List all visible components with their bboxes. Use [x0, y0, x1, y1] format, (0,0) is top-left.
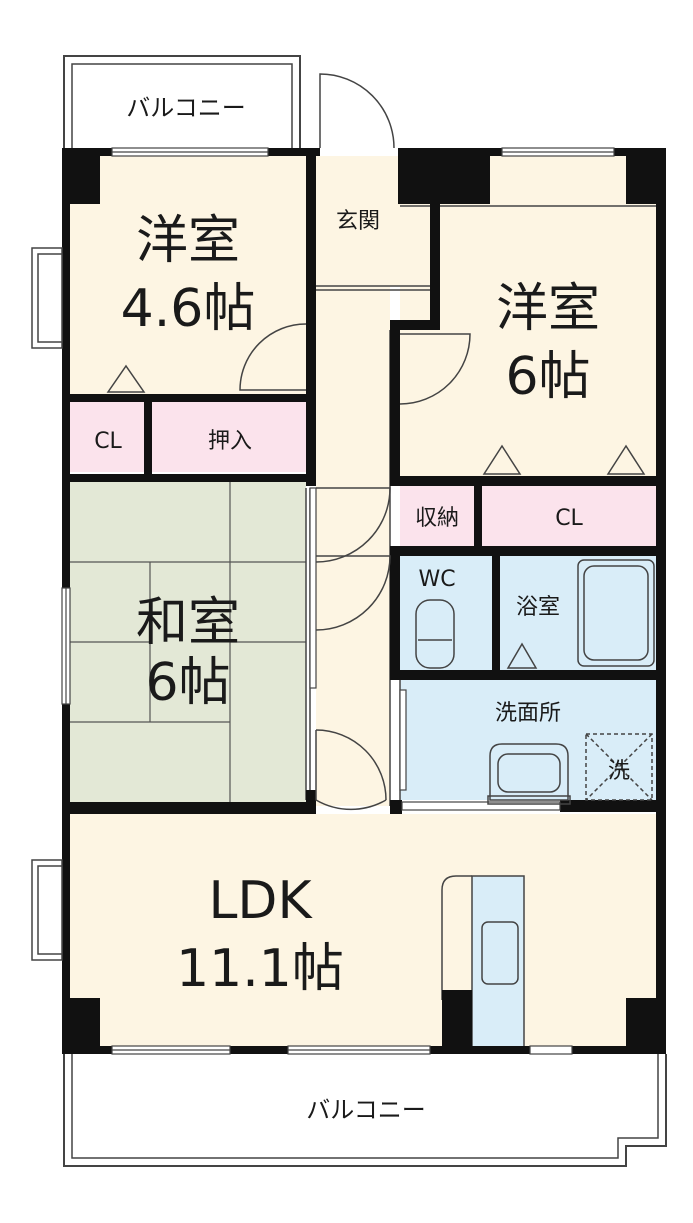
closet-markers — [106, 364, 646, 669]
bath-label: 浴室 — [516, 595, 560, 620]
bay-windows — [31, 247, 63, 961]
western-room-1 — [70, 156, 306, 396]
closet-1-label: CL — [94, 429, 122, 454]
ldk-name: LDK — [208, 871, 313, 931]
washroom-label: 洗面所 — [495, 701, 561, 726]
closet-2 — [482, 486, 656, 546]
closet-1 — [70, 402, 144, 472]
oshiire — [152, 402, 306, 472]
toilet — [415, 599, 455, 669]
fixtures — [415, 559, 655, 805]
closet-2-label: CL — [555, 506, 583, 531]
japanese-room-size: 6帖 — [145, 653, 230, 713]
washer-space — [585, 733, 653, 801]
kitchen-sink — [481, 921, 519, 985]
balcony-bottom-label: バルコニー — [306, 1096, 426, 1124]
western-room-1-size: 4.6帖 — [121, 279, 256, 339]
washer-label: 洗 — [608, 759, 630, 784]
storage-room — [400, 486, 474, 546]
ldk-size: 11.1帖 — [176, 939, 344, 999]
entrance-label: 玄関 — [336, 209, 380, 234]
balcony-top-label: バルコニー — [126, 94, 246, 122]
washbasin — [489, 743, 569, 801]
wc-label: WC — [418, 567, 455, 592]
japanese-room-name: 和室 — [136, 593, 240, 653]
windows — [61, 147, 615, 1055]
oshiire-label: 押入 — [208, 429, 252, 454]
storage-label: 収納 — [415, 506, 459, 531]
bathtub — [577, 559, 655, 667]
tatami-lines — [70, 482, 306, 802]
counter-edge — [441, 875, 472, 1000]
ldk-room — [70, 814, 656, 1050]
labels: 洋室 4.6帖 玄関 洋室 6帖 CL 押入 収納 CL 和室 6帖 WC 浴室… — [94, 209, 630, 1124]
doors — [239, 73, 471, 811]
bottom-balcony — [63, 1054, 667, 1167]
western-room-2 — [400, 156, 656, 476]
western-room-2-size: 6帖 — [505, 347, 590, 407]
top-balcony: バルコニー — [63, 55, 301, 150]
western-room-1-name: 洋室 — [136, 211, 240, 271]
western-room-2-name: 洋室 — [496, 279, 600, 339]
washroom — [400, 680, 656, 800]
